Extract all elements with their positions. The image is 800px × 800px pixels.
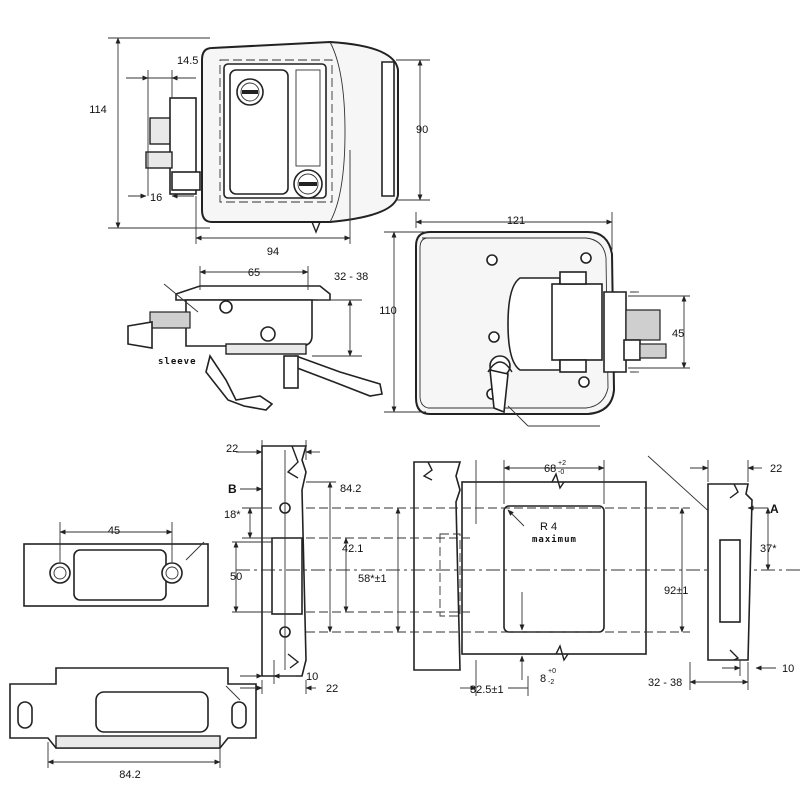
bracket-opening	[95, 691, 209, 733]
section-b-view: B 22 84.2 18* 50 42.1 58*±1 10 22	[224, 440, 401, 695]
dim-68: 68	[544, 463, 556, 475]
rear-bolt-base	[603, 291, 627, 373]
dim-50: 50	[230, 571, 242, 583]
body-edge	[329, 41, 346, 223]
label-sleeve: sleeve	[158, 357, 197, 367]
dim-18s: 18*	[224, 509, 241, 521]
section-a-view: A 22 37* 10 32 - 38	[648, 460, 794, 690]
rear-bolt	[625, 309, 661, 341]
dim-68-tol-up: +2	[558, 460, 566, 467]
side-view: 65 32 - 38 sleeve	[127, 266, 383, 411]
dim-37s: 37*	[760, 543, 777, 555]
dim-92: 92±1	[664, 585, 688, 597]
right-jamb-slot	[719, 539, 741, 623]
dim-8: 8	[540, 673, 546, 685]
dim-94: 94	[267, 246, 279, 258]
dim-r4: R 4	[540, 521, 557, 533]
dim-22-right: 22	[770, 463, 782, 475]
dim-42-1: 42.1	[342, 543, 363, 555]
door-section	[413, 461, 462, 671]
dim-32-5: 32.5±1	[470, 684, 504, 696]
dim-58s: 58*±1	[358, 573, 387, 585]
cutout-outline	[219, 59, 333, 203]
dim-22-bottom: 22	[326, 683, 338, 695]
dim-45-plate: 45	[108, 525, 120, 537]
dim-14-5: 14.5	[177, 55, 198, 67]
striker-bracket-view: 84.2	[9, 667, 257, 781]
side-lever	[290, 354, 383, 397]
striker-hole-left	[49, 562, 71, 584]
dim-45-side: 45	[672, 328, 684, 340]
side-bolt	[149, 311, 191, 329]
handle-recess	[295, 69, 321, 167]
cutout-view: 68 +2 -0 R 4 maximum 32.5±1 8 +0 -2 92±1	[236, 455, 800, 696]
rear-view: 121 110 45	[379, 212, 690, 427]
side-tongue	[127, 321, 153, 349]
dim-110: 110	[379, 305, 397, 317]
dim-84-2-bottom: 84.2	[119, 769, 140, 781]
dim-10-left: 10	[306, 671, 318, 683]
rear-handle-block	[507, 277, 561, 371]
dim-68-tol-dn: -0	[558, 469, 564, 476]
striker-plate-view: 45	[23, 522, 209, 607]
label-maximum: maximum	[532, 534, 577, 545]
bolt	[149, 117, 173, 145]
side-rail	[381, 61, 395, 197]
side-handle	[205, 354, 274, 411]
dim-8-tol-dn: -2	[548, 679, 554, 686]
side-flange	[175, 285, 331, 301]
front-view: 114 14.5 16 94 90	[89, 37, 430, 258]
striker-hole-right	[161, 562, 183, 584]
striker-opening	[73, 549, 167, 601]
dim-114: 114	[89, 104, 107, 116]
dim-8-tol-up: +0	[548, 668, 556, 675]
dim-22-left: 22	[226, 443, 238, 455]
rear-slide	[551, 283, 603, 361]
dim-16: 16	[150, 192, 162, 204]
rear-lever	[489, 368, 509, 414]
dim-121: 121	[507, 215, 525, 227]
side-body	[185, 299, 313, 347]
dim-32-38-a: 32 - 38	[334, 271, 368, 283]
latch-block	[171, 171, 201, 191]
latch-tongue	[145, 151, 173, 169]
dim-10-right: 10	[782, 663, 794, 675]
dim-90: 90	[416, 124, 428, 136]
dim-84-2-top: 84.2	[340, 483, 361, 495]
dim-65: 65	[248, 267, 260, 279]
dim-32-38-b: 32 - 38	[648, 677, 682, 689]
jamb-slot	[271, 537, 303, 615]
datum-b: B	[228, 482, 237, 496]
datum-a: A	[770, 502, 779, 516]
